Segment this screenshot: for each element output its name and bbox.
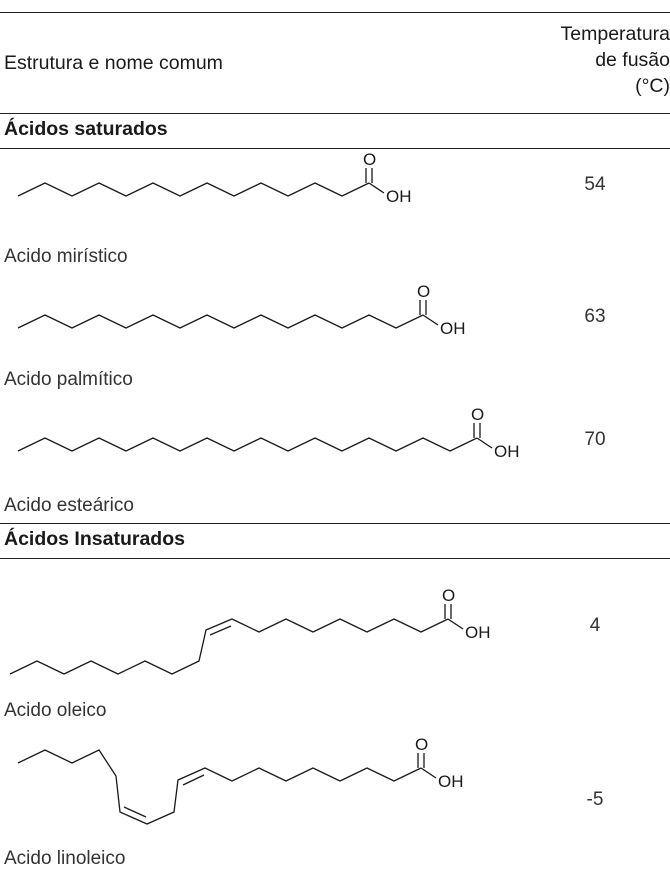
hydroxyl-bond xyxy=(447,618,464,630)
section-title-unsaturated: Ácidos Insaturados xyxy=(4,528,185,550)
hydroxyl-label: OH xyxy=(440,319,466,338)
header-temp-line-2: de fusão xyxy=(595,49,670,71)
oxygen-label: O xyxy=(415,735,428,754)
structure-oleic-acid: O OH xyxy=(9,586,491,675)
cis-double-bond-2 xyxy=(182,774,205,786)
header-melting-temperature: Temperatura de fusão (°C) xyxy=(530,21,670,99)
melting-point-oleic: 4 xyxy=(589,615,601,636)
hydroxyl-label: OH xyxy=(438,772,464,791)
section-rule-unsaturated xyxy=(0,558,670,559)
table-top-rule xyxy=(0,12,670,13)
acid-name-oleic: Acido oleico xyxy=(4,700,107,721)
section-title-saturated: Ácidos saturados xyxy=(4,118,168,140)
oxygen-label: O xyxy=(471,405,484,424)
section-rule-saturated-end xyxy=(0,523,670,524)
structure-myristic-acid: O OH xyxy=(17,150,412,206)
header-temp-line-3: (°C) xyxy=(635,75,670,97)
hydroxyl-bond xyxy=(476,437,493,449)
hydroxyl-bond xyxy=(420,767,437,779)
carbon-chain xyxy=(17,314,424,329)
oxygen-label: O xyxy=(417,282,430,301)
structure-linoleic-acid: O OH xyxy=(17,735,464,825)
melting-point-stearic: 70 xyxy=(584,429,606,450)
hydroxyl-bond xyxy=(422,314,439,326)
melting-point-palmitic: 63 xyxy=(584,306,606,327)
acid-name-palmitic: Acido palmítico xyxy=(4,369,133,390)
melting-point-myristic: 54 xyxy=(584,174,606,195)
carbon-chain xyxy=(17,749,422,825)
header-structure-name: Estrutura e nome comum xyxy=(4,52,223,74)
hydroxyl-label: OH xyxy=(465,623,491,642)
header-rule xyxy=(0,113,670,114)
structure-stearic-acid: O OH xyxy=(17,405,520,461)
acid-name-stearic: Acido esteárico xyxy=(4,495,134,516)
acid-name-myristic: Acido mirístico xyxy=(4,246,128,267)
section-rule-saturated xyxy=(0,148,670,149)
carbon-chain xyxy=(9,618,449,675)
carbon-chain xyxy=(17,437,478,452)
acid-name-linoleic: Acido linoleico xyxy=(4,848,126,869)
oxygen-label: O xyxy=(442,586,455,605)
hydroxyl-label: OH xyxy=(386,187,412,206)
structure-palmitic-acid: O OH xyxy=(17,282,466,338)
melting-point-linoleic: -5 xyxy=(586,789,604,810)
hydroxyl-label: OH xyxy=(494,442,520,461)
hydroxyl-bond xyxy=(368,182,385,194)
header-temp-line-1: Temperatura xyxy=(560,23,670,45)
cis-double-bond xyxy=(209,625,232,636)
oxygen-label: O xyxy=(363,150,376,169)
cis-double-bond-1 xyxy=(123,806,147,818)
carbon-chain xyxy=(17,182,370,197)
